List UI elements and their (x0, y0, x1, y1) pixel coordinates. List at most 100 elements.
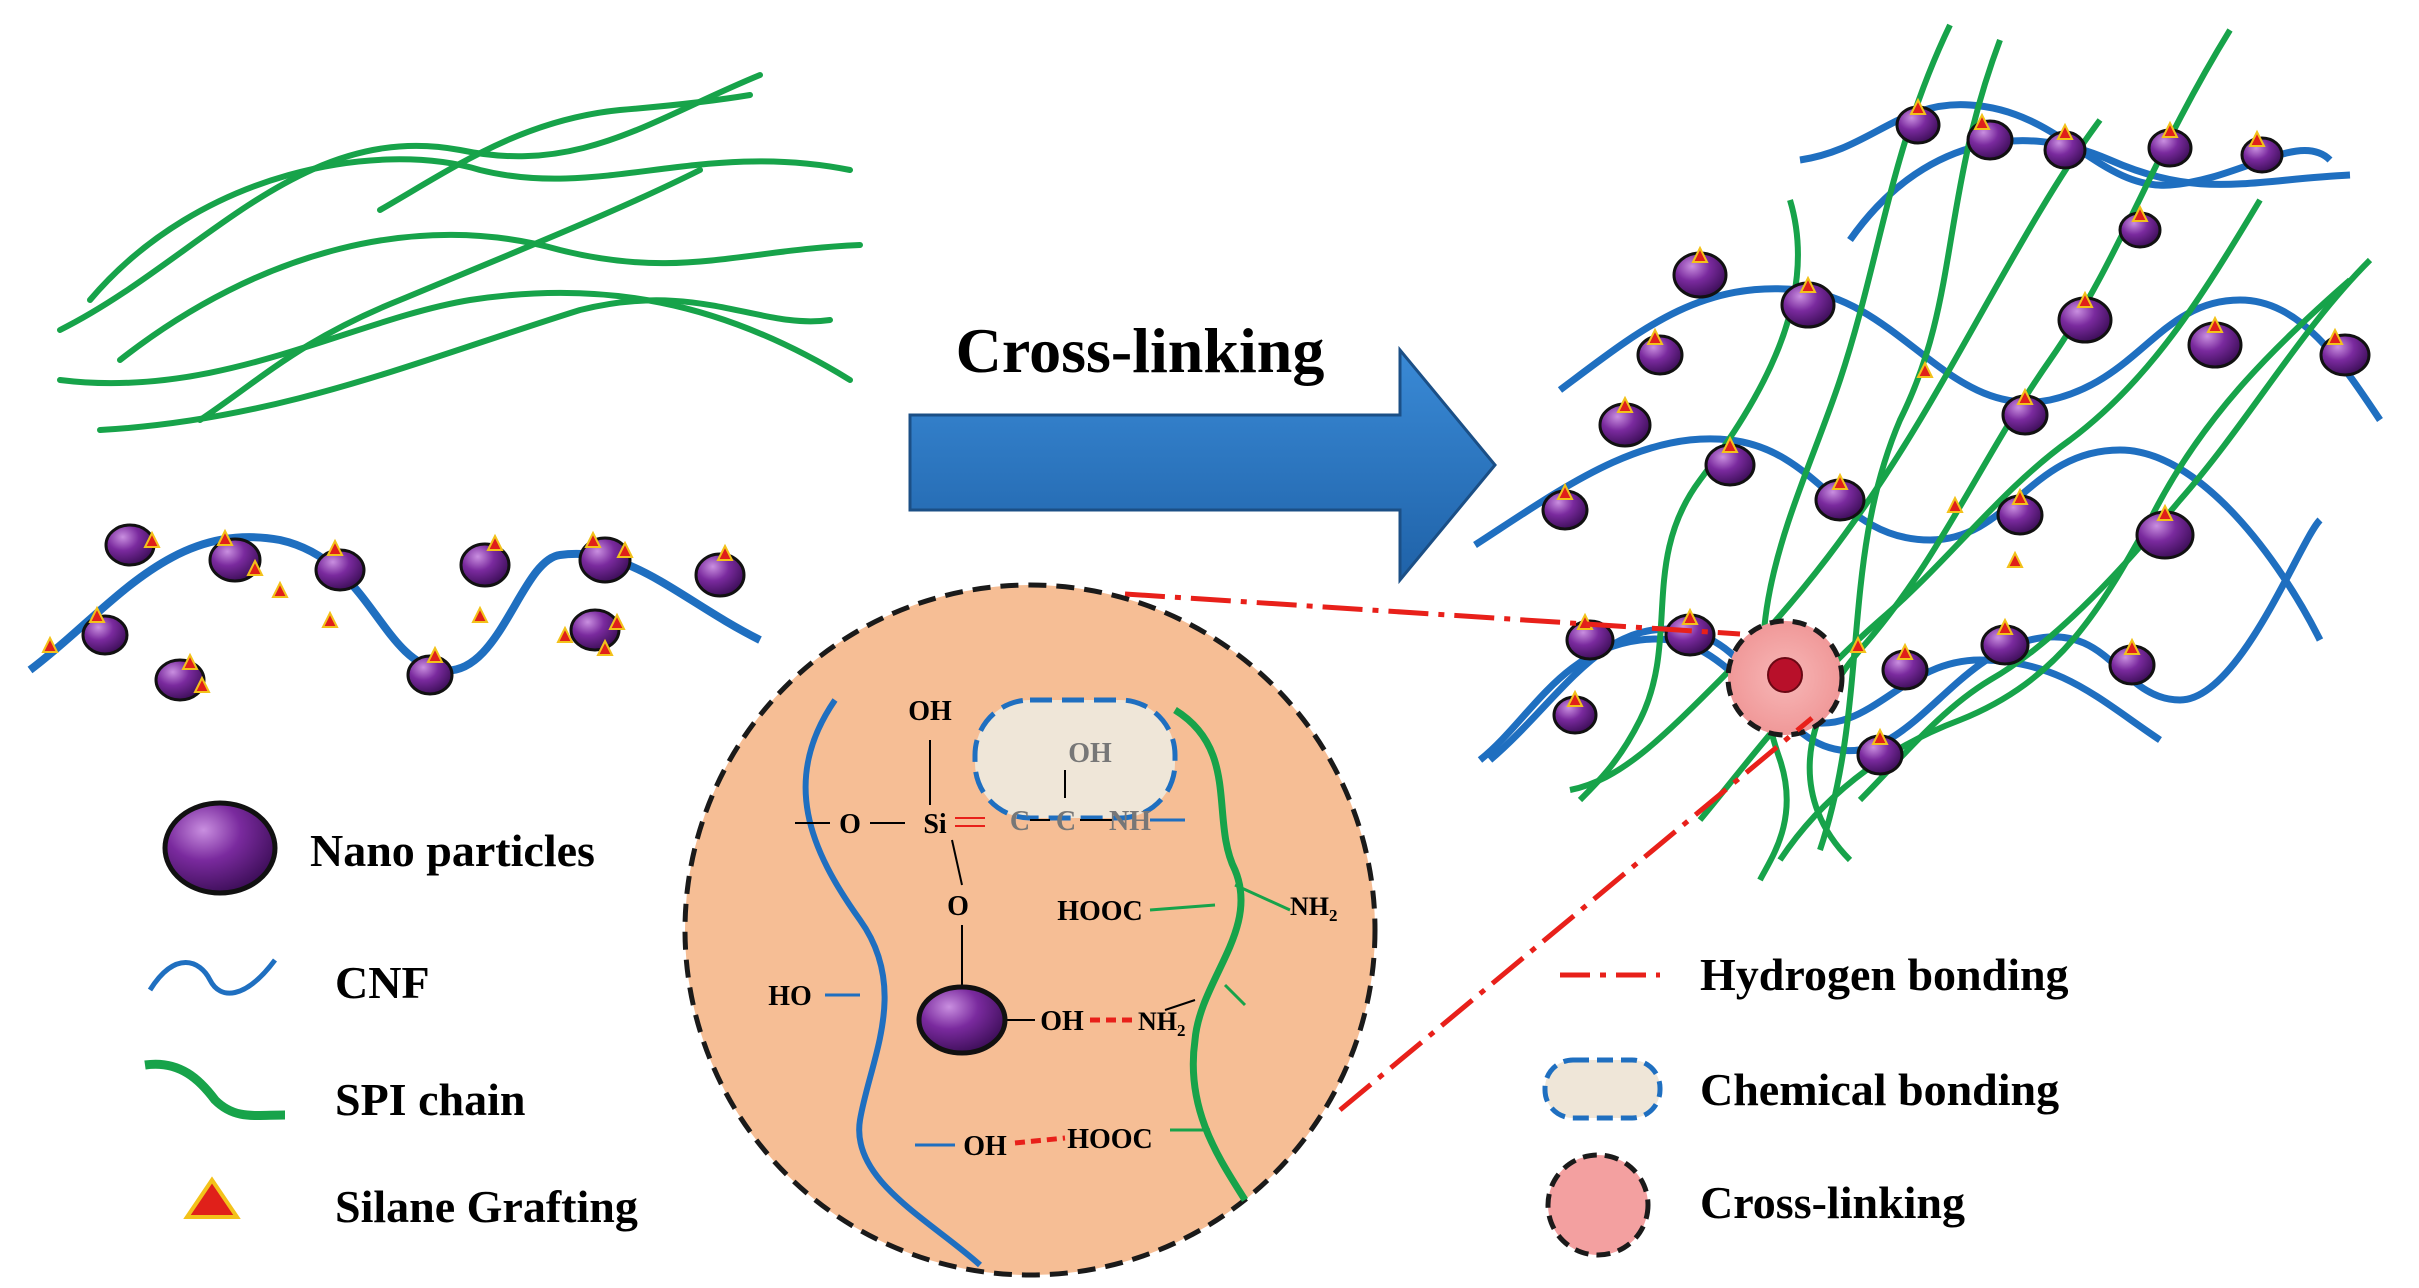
spi-wave-icon (144, 1059, 286, 1121)
silane-graft-marker (1996, 617, 2014, 635)
spi-chain (57, 72, 763, 333)
silane-graft-marker (88, 605, 106, 623)
crosslink-circle-icon (1545, 1152, 1651, 1258)
silane-triangle-icon (183, 1176, 241, 1219)
nano-particle (154, 652, 211, 702)
legend-right: Hydrogen bonding Chemical bonding Cross-… (1542, 949, 2069, 1258)
silane-graft-marker (2011, 487, 2029, 505)
spi-chain (57, 289, 853, 387)
label-oh-particle: OH (1040, 1006, 1084, 1037)
label-o-left: O (839, 809, 861, 840)
nano-particle (2118, 204, 2162, 249)
label-oh-top: OH (908, 696, 952, 727)
cnf-with-particles (27, 523, 762, 702)
nano-particle (471, 605, 489, 623)
silane-graft-marker (2161, 120, 2179, 138)
nano-particle (2057, 290, 2113, 344)
chemical-bond-box (972, 697, 1178, 821)
nano-particle-body (1636, 334, 1684, 376)
bond-line (1149, 903, 1216, 912)
silane-graft-marker (181, 652, 199, 670)
nano-particle (694, 543, 746, 598)
silane-graft-marker (2056, 122, 2074, 140)
nano-particle (1980, 617, 2030, 666)
silane-graft-marker (1799, 275, 1817, 293)
silane-graft-marker (1896, 642, 1914, 660)
silane-graft-marker (2006, 550, 2024, 568)
legend-item-cnf: CNF (147, 957, 430, 1008)
spi-chain (1806, 28, 2233, 863)
legend-item-nano-particles: Nano particles (162, 800, 595, 896)
nano-particle (1780, 275, 1836, 329)
bond-line (1223, 983, 1247, 1007)
spi-chain (87, 156, 853, 303)
bond-line (951, 839, 963, 886)
crosslinking-arrow: Cross-linking (908, 315, 1497, 585)
silane-graft-marker (41, 635, 59, 653)
spi-chain (1857, 257, 2373, 803)
silane-graft-marker (716, 543, 734, 561)
nano-particle-icon (162, 800, 278, 896)
nano-particle-body (2319, 333, 2371, 377)
silane-graft-marker (1681, 607, 1699, 625)
nano-particle (2187, 315, 2243, 369)
legend-item-hydrogen-bonding: Hydrogen bonding (1560, 949, 2069, 1000)
silane-graft-marker (1721, 435, 1739, 453)
nano-particle (2135, 503, 2195, 560)
spi-chain (97, 297, 833, 433)
nano-particle (321, 610, 339, 628)
nano-particle (2043, 122, 2087, 170)
legend-label: CNF (335, 957, 430, 1008)
nano-particle (1814, 472, 1866, 522)
silane-graft-marker (426, 645, 444, 663)
cnf-fiber (1847, 137, 2351, 243)
nano-particle (1636, 327, 1684, 376)
zoom-spi-chain (1173, 707, 1248, 1202)
legend-label: SPI chain (335, 1074, 525, 1125)
nano-particle (2319, 327, 2371, 377)
nano-particle-body (459, 542, 511, 588)
label-oh-bottom: OH (963, 1131, 1007, 1162)
silane-graft-marker (143, 530, 161, 548)
legend-label: Hydrogen bonding (1700, 949, 2069, 1000)
label-nh2-mid: NH2 (1138, 1007, 1186, 1040)
silane-graft-marker (2131, 204, 2149, 222)
legend-label: Silane Grafting (335, 1181, 638, 1232)
nano-particle (1856, 727, 1904, 776)
label-si: Si (923, 809, 947, 840)
zoom-circle (682, 582, 1378, 1278)
nano-particle (569, 608, 626, 656)
cnf-fiber (1487, 517, 2323, 763)
label-ho-left: HO (768, 981, 812, 1012)
nano-particle-body (154, 658, 206, 702)
silane-graft-marker (2326, 327, 2344, 345)
spi-chain-bundle (57, 72, 863, 433)
silane-graft-marker (2206, 315, 2224, 333)
spi-chain (197, 167, 703, 423)
nano-particle (1895, 97, 1941, 145)
nano-particle (2001, 387, 2049, 436)
silane-graft-marker (616, 540, 634, 558)
spi-chain (377, 92, 753, 213)
legend-item-chemical-bonding: Chemical bonding (1542, 1057, 2059, 1121)
label-nh: NH (1109, 806, 1151, 837)
silane-graft-marker (2076, 290, 2094, 308)
silane-graft-marker (584, 530, 602, 548)
silane-graft-marker (2016, 387, 2034, 405)
silane-graft-marker (1831, 472, 1849, 490)
nano-particle (459, 533, 511, 588)
nano-particle (1598, 395, 1652, 448)
silane-graft-marker (193, 675, 211, 693)
crosslink-core (1767, 657, 1803, 693)
nano-particle (1552, 689, 1598, 735)
zoom-cnf-fiber (802, 698, 983, 1268)
nano-particle (208, 528, 264, 583)
label-nh2-right: NH2 (1290, 892, 1338, 925)
silane-graft-marker (246, 558, 264, 576)
silane-graft-marker (1566, 689, 1584, 707)
silane-graft-marker (1871, 727, 1889, 745)
label-oh-boxed: OH (1068, 738, 1112, 769)
legend-item-crosslinking: Cross-linking (1545, 1152, 1965, 1258)
chemical-bond-box-icon (1542, 1057, 1663, 1121)
spi-chain (1569, 118, 2103, 793)
